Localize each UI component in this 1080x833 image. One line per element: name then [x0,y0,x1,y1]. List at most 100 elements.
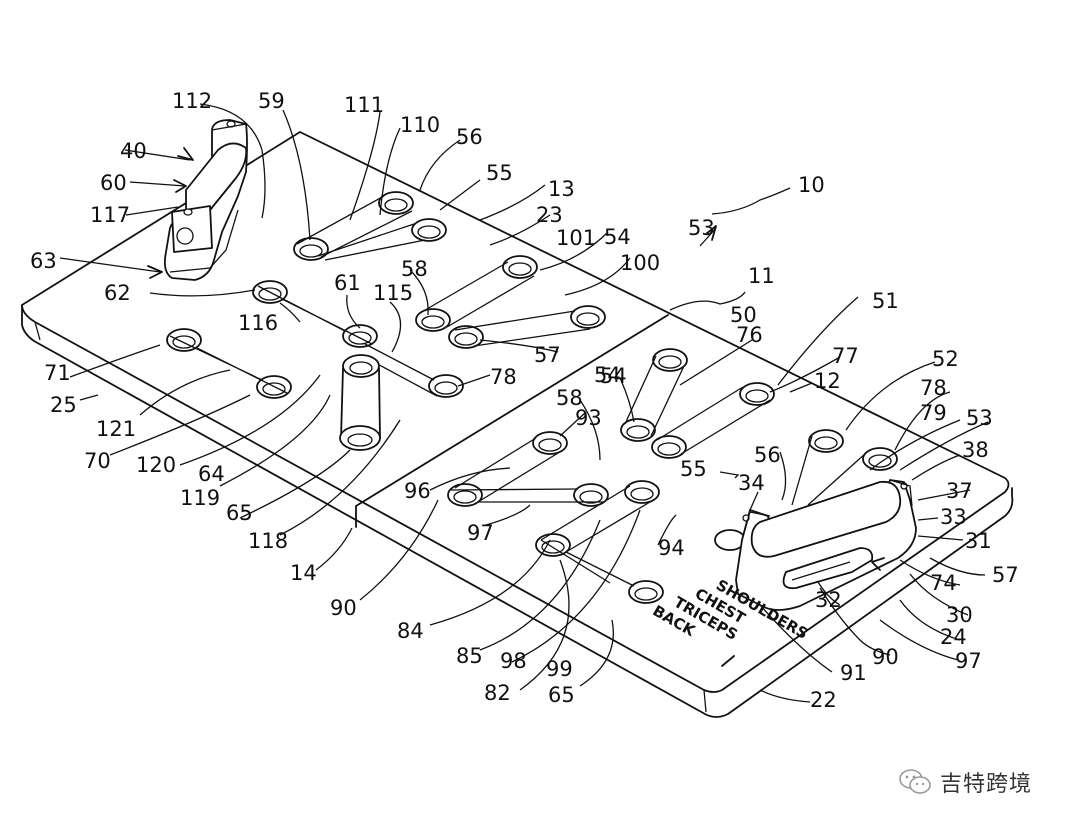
ref-numeral: 38 [962,438,989,462]
ref-numeral: 93 [575,406,602,430]
ref-numeral: 77 [832,344,859,368]
ref-numeral: 100 [620,251,660,275]
reference-numerals: 112 59 111 110 56 55 13 23 101 54 100 53… [30,89,1019,712]
arrow-22-tip [721,655,735,667]
ref-numeral: 120 [136,453,176,477]
center-cylinder [339,354,381,451]
hole [651,435,687,459]
ref-numeral: 14 [290,561,317,585]
hole [624,480,660,504]
ref-numeral: 11 [748,264,775,288]
ref-numeral: 52 [932,347,959,371]
ref-numeral: 32 [815,588,842,612]
ref-numeral: 91 [840,661,867,685]
ref-numeral: 78 [920,376,947,400]
ref-numeral: 37 [946,479,973,503]
ref-numeral: 12 [814,369,841,393]
hole [378,191,414,215]
ref-numeral: 22 [810,688,837,712]
ref-numeral: 10 [798,173,825,197]
ref-numeral: 111 [344,93,384,117]
hole [628,580,664,604]
ref-numeral: 60 [100,171,127,195]
ref-numeral: 50 [730,303,757,327]
ref-numeral: 71 [44,361,71,385]
ref-numeral: 53 [966,406,993,430]
hole [535,533,571,557]
ref-numeral: 54 [594,363,621,387]
ref-numeral-78: 78 [490,365,517,389]
ref-numeral-54: 54 [600,364,627,388]
ref-numeral: 63 [30,249,57,273]
ref-numeral: 70 [84,449,111,473]
hole [739,382,775,406]
ref-numeral: 112 [172,89,212,113]
ref-numeral: 65 [226,501,253,525]
hole [570,305,606,329]
ref-numeral: 56 [754,443,781,467]
ref-numeral: 40 [120,139,147,163]
ref-numeral: 101 [556,226,596,250]
watermark-text: 吉特跨境 [940,772,1033,797]
ref-numeral: 31 [965,529,992,553]
hole [447,483,483,507]
ref-numeral: 34 [738,471,765,495]
ref-numeral: 117 [90,203,130,227]
leader-lines [59,103,989,703]
ref-numeral: 74 [930,571,957,595]
hole [428,374,464,398]
ref-numeral: 90 [330,596,357,620]
hole [293,237,329,261]
hole [573,483,609,507]
ref-numeral: 118 [248,529,288,553]
ref-numeral: 59 [258,89,285,113]
ref-numeral: 58 [556,386,583,410]
ref-numeral: 97 [955,649,982,673]
ref-numeral: 98 [500,649,527,673]
ref-numeral: 54 [604,225,631,249]
ref-numeral: 61 [334,271,361,295]
left-pushup-handle [163,119,248,281]
ref-numeral: 94 [658,536,685,560]
hole [808,429,844,453]
ref-numeral: 57 [992,563,1019,587]
ref-numeral: 24 [940,625,967,649]
ref-numeral: 64 [198,462,225,486]
hole-connectors [169,195,867,587]
hole [415,308,451,332]
ref-numeral: 51 [872,289,899,313]
ref-numeral: 13 [548,177,575,201]
ref-numeral: 85 [456,644,483,668]
ref-numeral: 58 [401,257,428,281]
ref-numeral: 30 [946,603,973,627]
arrowheads [147,147,885,571]
ref-numeral: 116 [238,311,278,335]
ref-numeral: 33 [940,505,967,529]
ref-numeral: 119 [180,486,220,510]
wechat-icon [899,769,931,794]
hole [862,447,898,471]
ref-numeral: 23 [536,203,563,227]
ref-numeral: 57 [534,343,561,367]
hole [502,255,538,279]
right-pushup-handle [735,479,917,611]
watermark: 吉特跨境 [898,762,1032,802]
ref-numeral: 53 [688,216,715,240]
hole [448,325,484,349]
ref-numeral: 76 [736,323,763,347]
hole [532,431,568,455]
ref-numeral: 96 [404,479,431,503]
ref-numeral: 55 [486,161,513,185]
ref-numeral: 121 [96,417,136,441]
ref-numeral: 79 [920,401,947,425]
ref-numeral: 97 [467,521,494,545]
hole [411,218,447,242]
hole [620,418,656,442]
ref-numeral: 84 [397,619,424,643]
ref-numeral: 110 [400,113,440,137]
ref-numeral: 82 [484,681,511,705]
ref-numeral-65: 65 [548,683,575,707]
ref-numeral: 62 [104,281,131,305]
